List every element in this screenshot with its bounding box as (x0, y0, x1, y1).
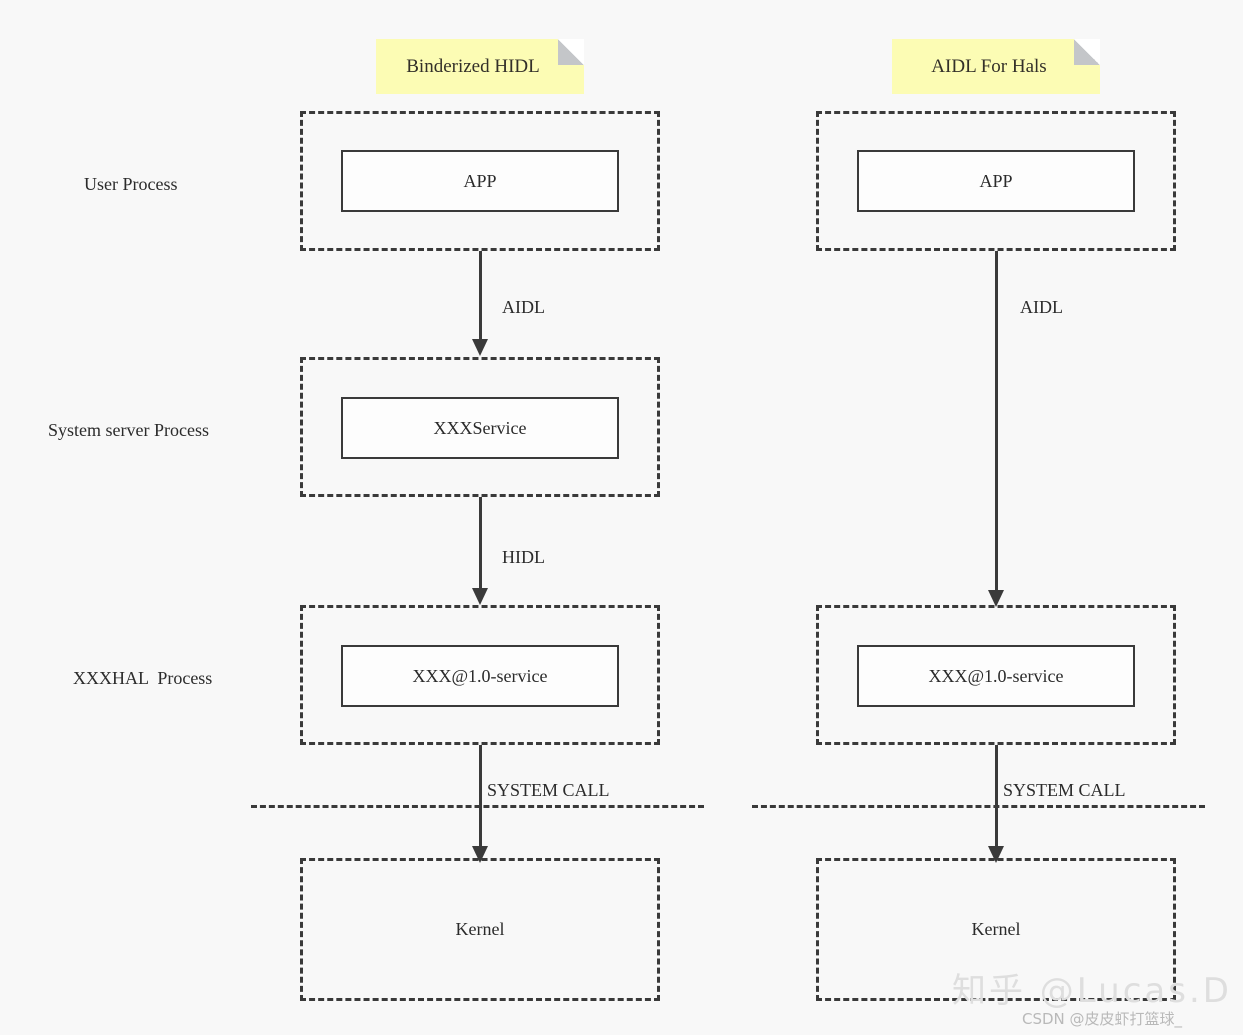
process-container-right-user (816, 111, 1176, 251)
node-right-app: APP (857, 150, 1135, 212)
watermark-text: CSDN @皮皮虾打篮球_ (1022, 1010, 1183, 1028)
arrow-label-text: HIDL (502, 547, 545, 567)
node-label: Kernel (455, 919, 505, 939)
sticky-note-binderized-hidl: Binderized HIDL (376, 39, 584, 94)
node-left-app: APP (341, 150, 619, 212)
watermark-zhihu: 知乎 @Lucas.D (952, 963, 1232, 1012)
row-label-text: System server Process (48, 419, 209, 440)
row-label-text: XXXHAL Process (73, 667, 213, 688)
node-left-kernel: Kernel (300, 858, 660, 1001)
row-label-text: User Process (84, 173, 178, 194)
page-fold-icon (558, 39, 584, 65)
process-container-left-user (300, 111, 660, 251)
arrow-label-text: SYSTEM CALL (487, 780, 610, 800)
node-left-hal-service: XXX@1.0-service (341, 645, 619, 707)
node-right-hal-service: XXX@1.0-service (857, 645, 1135, 707)
node-left-xxxservice: XXXService (341, 397, 619, 459)
arrow-shaft (479, 745, 482, 847)
arrow-label-left-hidl: HIDL (502, 547, 545, 568)
arrow-label-right-aidl: AIDL (1020, 297, 1063, 318)
arrow-shaft (995, 251, 998, 591)
system-call-divider-left (251, 805, 704, 808)
sticky-note-label: AIDL For Hals (931, 56, 1047, 77)
node-label: XXX@1.0-service (928, 665, 1064, 686)
arrow-head-icon (471, 339, 488, 356)
node-label: XXX@1.0-service (412, 665, 548, 686)
arrow-shaft (479, 251, 482, 340)
arrow-shaft (479, 497, 482, 589)
arrow-head-icon (471, 588, 488, 605)
process-container-left-kernel (300, 858, 660, 1001)
row-label-user-process: User Process (84, 170, 314, 198)
arrow-shaft (995, 745, 998, 847)
node-label: APP (463, 170, 497, 191)
arrow-label-text: SYSTEM CALL (1003, 780, 1126, 800)
arrow-label-text: AIDL (502, 297, 545, 317)
arrow-label-left-aidl: AIDL (502, 297, 545, 318)
page-fold-icon (1074, 39, 1100, 65)
process-container-left-hal (300, 605, 660, 745)
arrow-label-left-system-call: SYSTEM CALL (487, 780, 610, 801)
watermark-text: 知乎 @Lucas.D (952, 971, 1232, 1011)
row-label-xxxhal-process: XXXHAL Process (73, 664, 333, 692)
process-container-right-hal (816, 605, 1176, 745)
arrow-label-text: AIDL (1020, 297, 1063, 317)
process-container-left-system-server (300, 357, 660, 497)
row-label-system-server-process: System server Process (48, 416, 308, 444)
watermark-csdn: CSDN @皮皮虾打篮球_ (1022, 1008, 1182, 1029)
node-label: APP (979, 170, 1013, 191)
node-label: XXXService (433, 417, 527, 438)
process-container-right-kernel (816, 858, 1176, 1001)
node-label: Kernel (971, 919, 1021, 939)
node-right-kernel: Kernel (816, 858, 1176, 1001)
sticky-note-label: Binderized HIDL (406, 56, 540, 77)
arrow-head-icon (987, 590, 1004, 607)
sticky-note-aidl-for-hals: AIDL For Hals (892, 39, 1100, 94)
system-call-divider-right (752, 805, 1205, 808)
arrow-label-right-system-call: SYSTEM CALL (1003, 780, 1126, 801)
